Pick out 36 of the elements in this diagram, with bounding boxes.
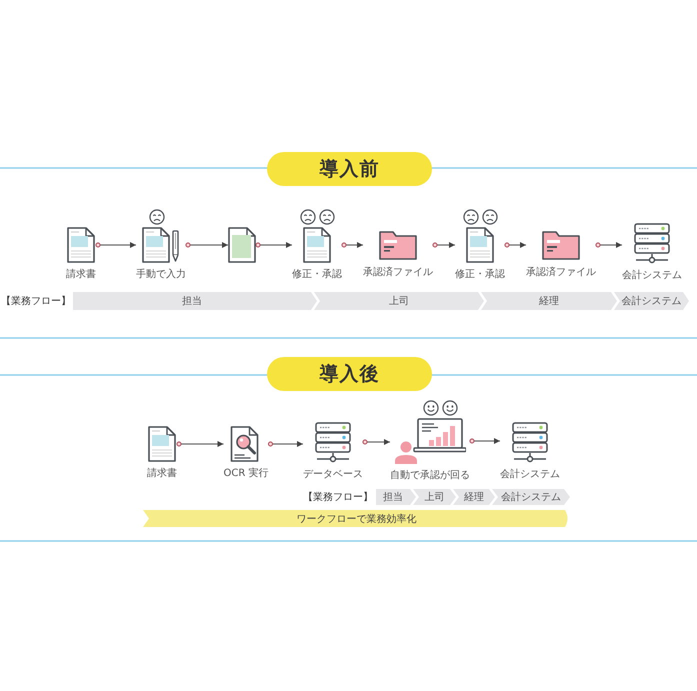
arrow <box>342 242 364 248</box>
icon-caption: 修正・承認 <box>455 269 505 281</box>
icon-caption: 請求書 <box>66 269 96 281</box>
role-step-band: 経理 <box>481 292 617 310</box>
role-step-band: 上司 <box>314 292 484 310</box>
heading-pill: 導入後 <box>267 357 432 391</box>
section-label: 【業務フロー】 <box>1 294 71 309</box>
role-step-band: 担当 <box>73 292 317 310</box>
icon-caption: 修正・承認 <box>292 269 342 281</box>
icon-caption: 会計システム <box>622 270 682 282</box>
arrow <box>256 242 292 248</box>
icon-caption: 請求書 <box>147 468 177 480</box>
arrow <box>470 438 500 444</box>
icon-caption: OCR 実行 <box>224 468 268 480</box>
icon-caption: 承認済ファイル <box>363 267 433 279</box>
icon-caption: 自動で承認が回る <box>390 470 470 482</box>
heading-pill: 導入前 <box>267 152 432 186</box>
icon-caption: 会計システム <box>500 468 560 480</box>
arrow <box>186 242 228 248</box>
arrow <box>504 242 526 248</box>
arrow <box>176 441 224 447</box>
icon-caption: 手動で入力 <box>136 269 186 281</box>
arrow <box>96 242 136 248</box>
arrow <box>362 439 390 445</box>
arrow <box>432 242 456 248</box>
role-step-band: 上司 <box>413 489 456 505</box>
role-step-band: 会計システム <box>614 292 689 310</box>
banner-ribbon: ワークフローで業務効率化 <box>143 510 570 527</box>
arrow <box>596 242 622 248</box>
icon-caption: データベース <box>303 468 363 480</box>
role-step-band: 経理 <box>453 489 495 505</box>
icon-caption: 承認済ファイル <box>526 267 596 279</box>
role-step-band: 会計システム <box>492 489 570 505</box>
section-label: 【業務フロー】 <box>303 490 373 505</box>
arrow <box>268 441 304 447</box>
role-step-band: 担当 <box>376 489 416 505</box>
